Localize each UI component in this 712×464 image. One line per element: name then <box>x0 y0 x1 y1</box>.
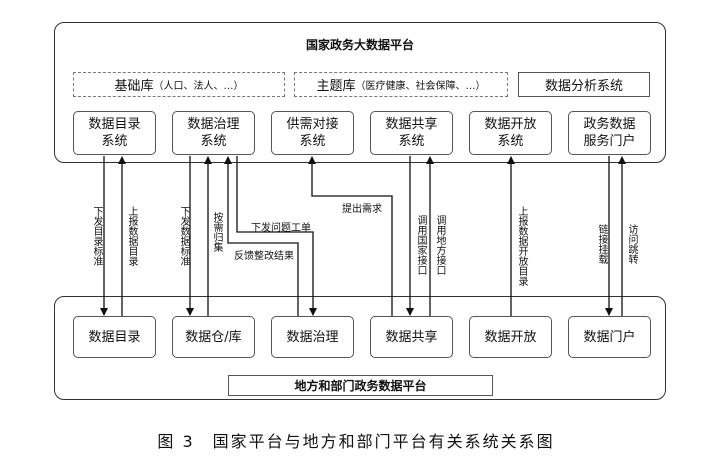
national-catalog-line1: 数据目录 <box>88 117 141 132</box>
label-call-local: 调用地方接口 <box>434 215 445 275</box>
national-catalog-line2: 系统 <box>101 134 128 149</box>
label-catalog-down: 下发目录标准 <box>91 206 102 266</box>
national-supply-demand-system: 供需对接系统 <box>271 111 354 155</box>
local-governance-module: 数据治理 <box>271 316 354 358</box>
label-call-national: 调用国家接口 <box>415 215 426 275</box>
national-open-line2: 系统 <box>497 134 524 149</box>
base-library-name: 基础库 <box>114 79 154 94</box>
national-governance-system: 数据治理系统 <box>172 111 255 155</box>
figure-caption: 图 3 国家平台与地方和部门平台有关系统关系图 <box>157 432 555 451</box>
label-portal-visit: 访问跳转 <box>626 224 637 264</box>
national-open-system: 数据开放系统 <box>469 111 552 155</box>
national-platform-title: 国家政务大数据平台 <box>305 38 414 52</box>
national-sharing-line2: 系统 <box>398 134 425 149</box>
local-portal-module: 数据门户 <box>568 316 651 358</box>
label-catalog-up: 上报数据目录 <box>126 206 137 266</box>
label-portal-link: 链接挂载 <box>596 224 607 264</box>
data-analysis-system: 数据分析系统 <box>518 72 650 97</box>
base-library-detail: （人口、法人、…） <box>153 81 244 92</box>
national-supply-demand-line1: 供需对接 <box>286 117 339 132</box>
arrow-issue-order <box>236 156 317 316</box>
national-governance-line2: 系统 <box>200 134 227 149</box>
national-service-portal: 政务数据服务门户 <box>568 111 651 155</box>
local-platform-panel <box>54 296 666 400</box>
national-platform-panel <box>54 22 666 163</box>
label-open-up: 上报数据开放目录 <box>516 206 527 286</box>
national-sharing-system: 数据共享系统 <box>370 111 453 155</box>
base-library: 基础库（人口、法人、…） <box>73 72 285 97</box>
label-demand: 提出需求 <box>342 204 382 215</box>
arrow-feedback <box>224 156 299 316</box>
theme-library-name: 主题库 <box>316 79 356 94</box>
label-issue-order: 下发问题工单 <box>251 223 311 234</box>
arrow-demand <box>308 156 393 316</box>
national-catalog-system: 数据目录系统 <box>73 111 156 155</box>
national-portal-line1: 政务数据 <box>583 117 636 132</box>
national-governance-line1: 数据治理 <box>187 117 240 132</box>
national-portal-line2: 服务门户 <box>583 134 636 149</box>
local-sharing-module: 数据共享 <box>370 316 453 358</box>
local-warehouse-module: 数据仓/库 <box>172 316 255 358</box>
label-gov-down: 下发数据标准 <box>178 206 189 266</box>
local-catalog-module: 数据目录 <box>73 316 156 358</box>
label-feedback: 反馈整改结果 <box>234 251 294 262</box>
label-gov-collect: 按需归集 <box>211 212 222 252</box>
theme-library: 主题库（医疗健康、社会保障、…） <box>294 72 508 97</box>
theme-library-detail: （医疗健康、社会保障、…） <box>355 81 486 92</box>
local-platform-title: 地方和部门政务数据平台 <box>228 375 493 396</box>
national-open-line1: 数据开放 <box>484 117 537 132</box>
national-supply-demand-line2: 系统 <box>299 134 326 149</box>
national-sharing-line1: 数据共享 <box>385 117 438 132</box>
local-open-module: 数据开放 <box>469 316 552 358</box>
